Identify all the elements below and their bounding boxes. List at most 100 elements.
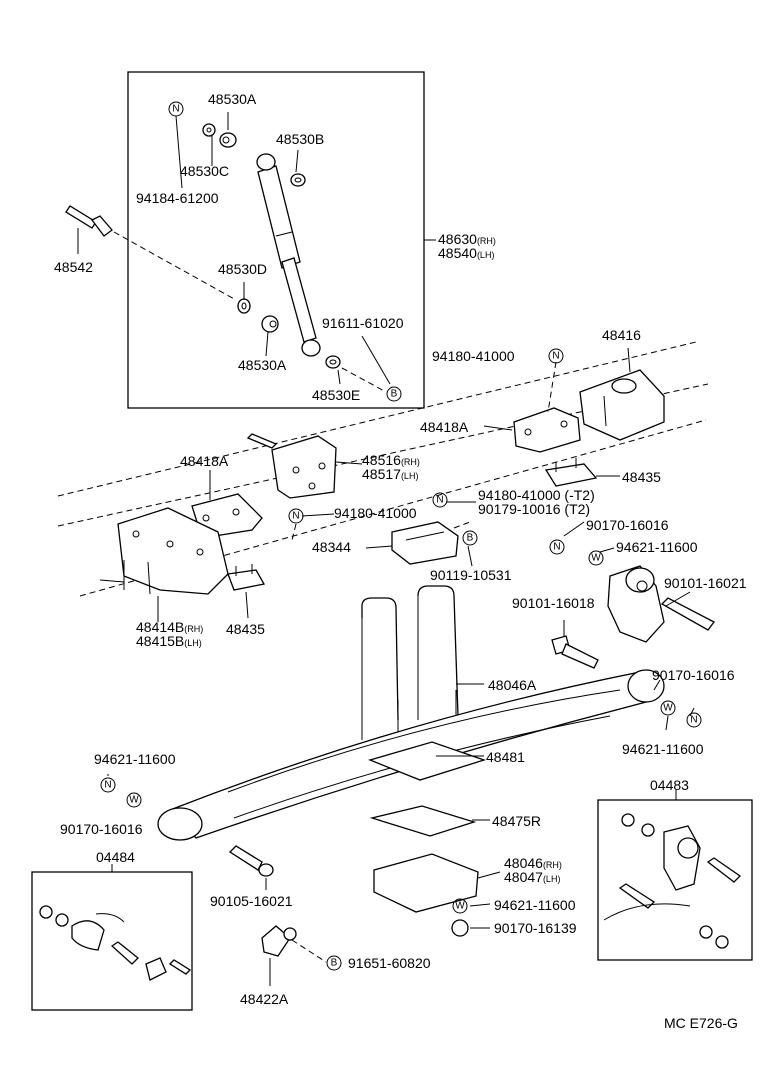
symbol-B-91611: B bbox=[386, 386, 402, 402]
u-bolts-48046A bbox=[361, 585, 459, 740]
diagram-code: MC E726-G bbox=[664, 1015, 738, 1031]
symbol-W-94621-a: W bbox=[588, 550, 604, 566]
svg-text:W: W bbox=[129, 795, 139, 806]
svg-text:B: B bbox=[391, 389, 398, 400]
symbol-W-94621-d: W bbox=[452, 898, 468, 914]
svg-text:N: N bbox=[292, 511, 299, 522]
bolt-90101-16018 bbox=[551, 635, 599, 669]
label-48046A: 48046A bbox=[488, 677, 537, 693]
label-04484: 04484 bbox=[96, 849, 135, 865]
svg-text:N: N bbox=[553, 542, 560, 553]
label-90119-10531: 90119-10531 bbox=[430, 567, 512, 583]
symbol-B-91651: B bbox=[326, 955, 342, 971]
label-48418A-right: 48418A bbox=[420, 419, 469, 435]
inset-04484-parts bbox=[39, 905, 192, 981]
label-94621-11600-c: 94621-11600 bbox=[94, 751, 176, 767]
washer-48530B bbox=[290, 173, 306, 187]
bumper-48435-left bbox=[227, 564, 266, 591]
label-90170-16016-b: 90170-16016 bbox=[652, 667, 735, 683]
label-48418A-left: 48418A bbox=[180, 453, 229, 469]
label-48475R: 48475R bbox=[492, 813, 541, 829]
label-90105-16021: 90105-16021 bbox=[210, 893, 293, 909]
label-48422A: 48422A bbox=[240, 991, 289, 1007]
label-48047: 48047(LH) bbox=[504, 869, 560, 885]
label-48516: 48516(RH) bbox=[362, 452, 420, 468]
symbol-N-90170-a: N bbox=[549, 539, 565, 555]
symbol-W-94621-b: W bbox=[660, 700, 676, 716]
symbol-N-94180-t2: N bbox=[432, 492, 448, 508]
bushing-48530A-bottom bbox=[261, 315, 279, 333]
shackle-assembly bbox=[607, 565, 715, 643]
svg-text:N: N bbox=[436, 495, 443, 506]
label-48435-left: 48435 bbox=[226, 621, 265, 637]
label-48630: 48630(RH) bbox=[438, 231, 496, 247]
svg-text:B: B bbox=[467, 533, 474, 544]
label-48530A-top: 48530A bbox=[208, 91, 257, 107]
symbol-W-94621-c: W bbox=[126, 792, 142, 808]
label-94180-41000-mid: 94180-41000 bbox=[334, 505, 417, 521]
label-91651-60820: 91651-60820 bbox=[348, 955, 431, 971]
label-48517: 48517(LH) bbox=[362, 466, 418, 482]
svg-text:N: N bbox=[552, 351, 559, 362]
washer-48530E bbox=[325, 355, 341, 369]
symbol-N-90170-b: N bbox=[686, 712, 702, 728]
inset-04483-parts bbox=[603, 813, 742, 949]
bumper-48344 bbox=[391, 521, 459, 565]
label-48435-right: 48435 bbox=[622, 469, 661, 485]
label-94621-11600-b: 94621-11600 bbox=[622, 741, 704, 757]
symbol-N-94184: N bbox=[168, 101, 184, 117]
symbol-N-90170-c: N bbox=[100, 777, 116, 793]
label-48530B: 48530B bbox=[276, 131, 324, 147]
label-90170-16016-a: 90170-16016 bbox=[586, 517, 669, 533]
label-94184-61200: 94184-61200 bbox=[136, 190, 219, 206]
label-94180-41000-t2: 94180-41000 (-T2) bbox=[478, 487, 595, 503]
svg-text:W: W bbox=[455, 901, 465, 912]
svg-text:W: W bbox=[591, 553, 601, 564]
bracket-48414B bbox=[99, 507, 229, 595]
label-48344: 48344 bbox=[312, 539, 351, 555]
plate-48422A bbox=[261, 925, 297, 957]
label-90170-16139: 90170-16139 bbox=[494, 920, 577, 936]
label-48540: 48540(LH) bbox=[438, 245, 494, 261]
washer-48530C bbox=[202, 123, 216, 137]
label-48530A-bottom: 48530A bbox=[238, 357, 287, 373]
pin-48542 bbox=[65, 205, 113, 237]
nut-90170-16139 bbox=[451, 919, 469, 937]
bumper-48435-right bbox=[544, 458, 598, 487]
label-90101-16021: 90101-16021 bbox=[664, 575, 747, 591]
bolt-90105-16021 bbox=[228, 845, 274, 877]
inset-box-04484 bbox=[31, 871, 193, 1011]
symbol-B-90119: B bbox=[462, 530, 478, 546]
label-48530C: 48530C bbox=[180, 163, 229, 179]
bushing-48530A-top bbox=[219, 132, 237, 148]
hanger-48418A-right bbox=[513, 407, 581, 453]
bracket-48516 bbox=[246, 433, 337, 499]
label-48542: 48542 bbox=[54, 259, 93, 275]
label-90101-16018: 90101-16018 bbox=[512, 595, 595, 611]
label-94180-41000-top: 94180-41000 bbox=[432, 348, 515, 364]
label-48415B: 48415B(LH) bbox=[136, 633, 202, 649]
svg-text:W: W bbox=[663, 703, 673, 714]
symbol-N-94180-mid: N bbox=[288, 508, 304, 524]
bracket-48416 bbox=[579, 369, 665, 441]
plate-48481 bbox=[368, 741, 487, 781]
svg-text:N: N bbox=[690, 715, 697, 726]
inset-box-04483 bbox=[597, 799, 753, 961]
shock-absorber bbox=[256, 153, 321, 357]
label-90170-16016-c: 90170-16016 bbox=[60, 821, 143, 837]
label-48414B: 48414B(RH) bbox=[136, 619, 203, 635]
seat-48046 bbox=[373, 853, 479, 913]
symbol-N-94180-top: N bbox=[548, 348, 564, 364]
svg-text:N: N bbox=[104, 780, 111, 791]
label-94621-11600-d: 94621-11600 bbox=[494, 897, 576, 913]
svg-text:B: B bbox=[331, 958, 338, 969]
label-91611-61020: 91611-61020 bbox=[322, 315, 404, 331]
label-48530E: 48530E bbox=[312, 387, 360, 403]
label-48046: 48046(RH) bbox=[504, 855, 562, 871]
label-48530D: 48530D bbox=[218, 261, 267, 277]
label-90179-10016: 90179-10016 (T2) bbox=[478, 501, 590, 517]
label-94621-11600-a: 94621-11600 bbox=[616, 539, 698, 555]
washer-48530D bbox=[237, 298, 251, 314]
label-48481: 48481 bbox=[486, 749, 525, 765]
